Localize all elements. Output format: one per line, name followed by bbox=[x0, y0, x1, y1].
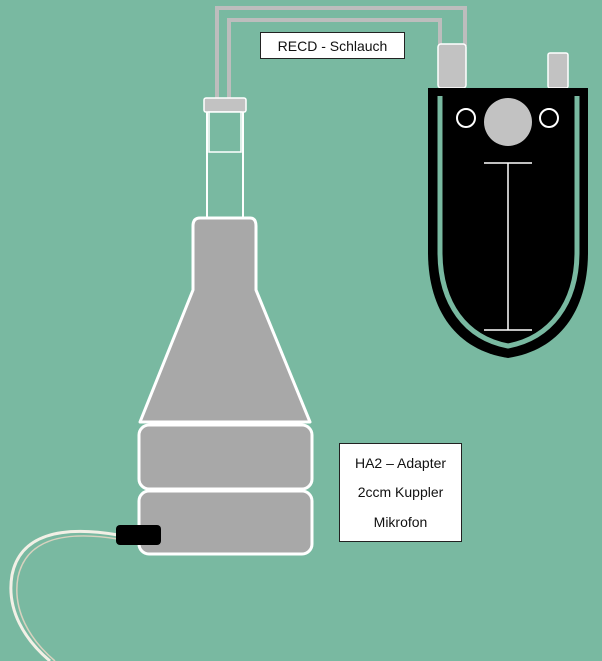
tube-connector bbox=[203, 97, 247, 153]
microphone-label: Mikrofon bbox=[373, 514, 428, 531]
coupler-neck-tube bbox=[206, 112, 244, 222]
coupler-label: 2ccm Kuppler bbox=[357, 484, 444, 501]
hearing-aid-port-left bbox=[456, 108, 476, 128]
hearing-aid-connector-right bbox=[547, 52, 569, 89]
ha2-adapter-label: HA2 – Adapter bbox=[354, 454, 447, 471]
recd-tube-label-text: RECD - Schlauch bbox=[277, 37, 388, 54]
microphone-cable-inner bbox=[16, 535, 119, 661]
coupler-flask bbox=[138, 216, 312, 424]
hearing-aid-device bbox=[428, 43, 588, 358]
component-labels-box: HA2 – Adapter 2ccm Kuppler Mikrofon bbox=[339, 443, 462, 542]
microphone-cable bbox=[9, 529, 119, 661]
hearing-aid-center-button bbox=[484, 98, 532, 146]
hearing-aid-center-line bbox=[484, 162, 532, 331]
recd-tube-label: RECD - Schlauch bbox=[260, 32, 405, 59]
microphone-plug bbox=[116, 525, 161, 545]
microphone-block bbox=[137, 489, 314, 556]
hearing-aid-port-right bbox=[539, 108, 559, 128]
hearing-aid-inner-outline bbox=[437, 96, 580, 349]
ha2-adapter-block bbox=[137, 423, 314, 491]
recd-tube bbox=[215, 6, 467, 100]
hearing-aid-connector-left bbox=[437, 43, 467, 89]
